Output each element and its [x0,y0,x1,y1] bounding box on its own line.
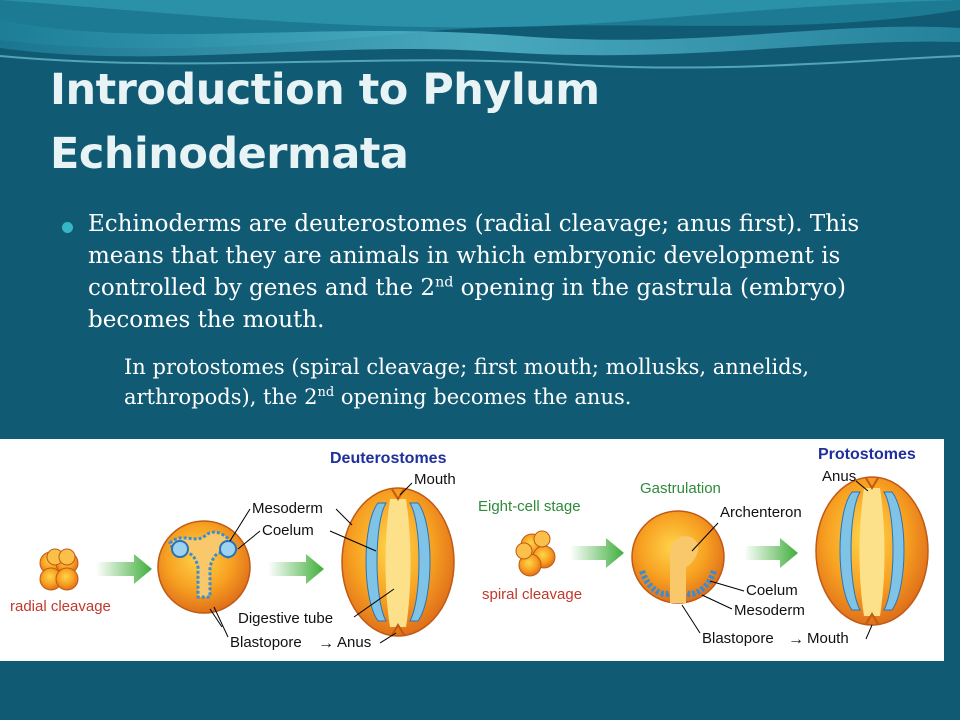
coelum-label: Coelum [746,582,798,599]
mouth-label: Mouth [414,471,456,488]
leader-line [399,482,413,496]
title-line-2: Echinodermata [50,129,409,179]
arrow-icon: → [788,631,804,648]
arrow-icon [268,554,324,584]
bullet-text: Echinoderms are deuterostomes (radial cl… [88,208,908,336]
protostomes-heading: Protostomes [818,446,916,463]
blastopore-label: Blastopore [230,634,302,651]
deuterostome-svg: radial cleavage Deuterostomes [10,450,456,652]
mouth-label: Mouth [807,630,849,647]
leader-line [209,608,223,628]
leader-line [709,580,745,592]
protostome-diagram: Eight-cell stage spiral cleavage Gastrul… [472,439,944,661]
protostome-svg: Eight-cell stage spiral cleavage Gastrul… [478,446,929,648]
leader-line [379,632,397,644]
bullet-text-part2: opening in the gastrula (embryo) becomes… [88,275,846,333]
deuterostome-gastrula [157,520,251,614]
eight-cell-stage-label: Eight-cell stage [478,498,581,515]
digestive-tube-label: Digestive tube [238,610,333,627]
leader-line [213,606,229,638]
leader-line [353,588,395,618]
anus-label: Anus [337,634,371,651]
bullet-text-part1: Echinoderms are deuterostomes (radial cl… [88,211,860,301]
leader-line [701,594,733,610]
sub-point-part1: In protostomes (spiral cleavage; first m… [124,355,810,409]
protostome-embryo [815,476,929,626]
title-line-1: Introduction to Phylum [50,65,600,115]
blastopore-label: Blastopore [702,630,774,647]
coelum-label: Coelum [262,522,314,539]
bullet-superscript: nd [435,274,454,291]
leader-line [681,604,701,634]
arrow-icon [744,538,798,568]
sub-point: In protostomes (spiral cleavage; first m… [124,352,924,412]
spiral-eight-cell-embryo [515,530,556,577]
mesoderm-label: Mesoderm [734,602,805,619]
mesoderm-label: Mesoderm [252,500,323,517]
deuterostome-embryo [341,487,455,637]
main-bullet: Echinoderms are deuterostomes (radial cl… [58,208,918,336]
leader-line [335,508,353,526]
gastrulation-label: Gastrulation [640,480,721,497]
slide-title: Introduction to Phylum Echinodermata [50,58,930,186]
leader-line [865,624,873,640]
leader-line [229,508,251,542]
bullet-dot-icon [62,222,73,233]
radial-eight-cell-embryo [39,548,79,591]
leader-line [855,480,869,492]
arrow-icon: → [318,635,334,652]
archenteron-label: Archenteron [720,504,802,521]
spiral-cleavage-label: spiral cleavage [482,586,582,603]
leader-line [329,530,377,552]
top-wave-decoration [0,0,960,69]
deuterostomes-heading: Deuterostomes [330,450,447,467]
arrow-icon [96,554,152,584]
sub-point-superscript: nd [317,385,335,400]
protostome-gastrula [631,510,725,604]
sub-point-part2: opening becomes the anus. [334,385,632,409]
leader-line [237,530,261,550]
deuterostome-diagram: radial cleavage Deuterostomes [0,439,472,661]
radial-cleavage-label: radial cleavage [10,598,111,615]
anus-label: Anus [822,468,856,485]
leader-line [691,522,719,552]
arrow-icon [570,538,624,568]
